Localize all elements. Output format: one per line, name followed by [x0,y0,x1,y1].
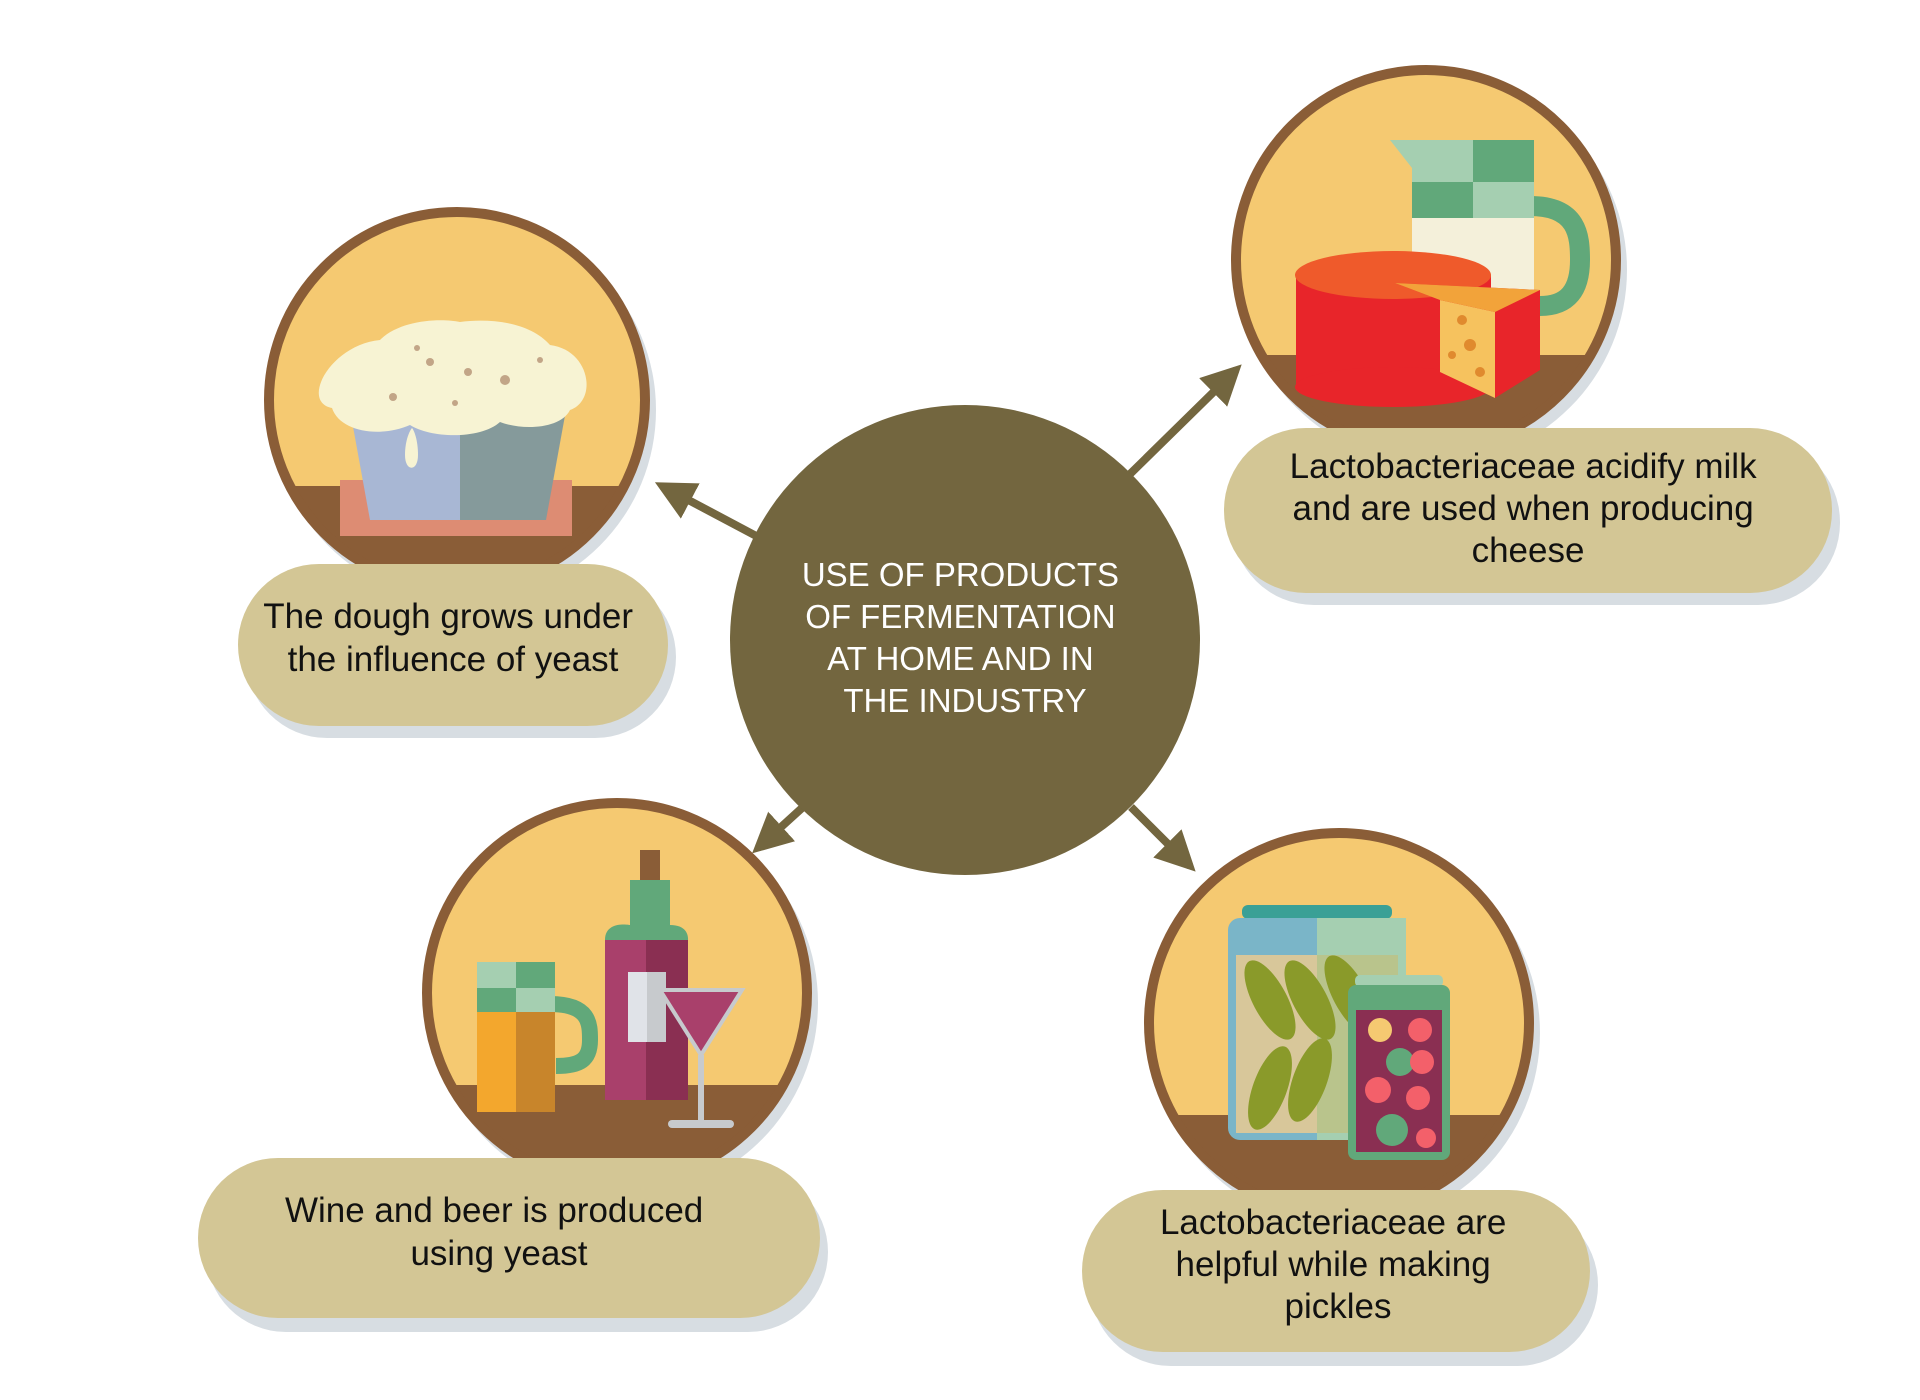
center-line: USE OF PRODUCTS [802,556,1119,593]
node-wine: Wine and beer is produced using yeast [198,798,828,1332]
dough-caption-line: The dough grows under [263,597,633,636]
arrow-to-cheese [1125,364,1242,479]
pickles-label: Lactobacteriaceae are helpful while maki… [1082,1190,1598,1366]
pickles-caption-line: pickles [1285,1287,1392,1326]
wine-caption-line: Wine and beer is produced [285,1191,703,1230]
node-dough: The dough grows under the influence of y… [238,207,676,738]
dough-caption-line: the influence of yeast [288,640,619,679]
node-cheese: Lactobacteriaceae acidify milk and are u… [1224,65,1840,605]
arrow-to-pickles [1128,804,1196,872]
wine-caption-line: using yeast [410,1234,587,1273]
cheese-caption-line: Lactobacteriaceae acidify milk [1290,447,1757,486]
svg-text:Lactobacteriaceae acidify milk: Lactobacteriaceae acidify milk and are u… [1290,447,1767,570]
bread-illustration [264,207,656,602]
cheese-caption-line: cheese [1472,531,1585,570]
wine-label: Wine and beer is produced using yeast [198,1158,828,1332]
arrow-to-dough [654,482,762,542]
arrow-to-wine [752,805,805,854]
cheese-caption-line: and are used when producing [1293,489,1754,528]
center-line: AT HOME AND IN [827,640,1093,677]
pickles-illustration [1144,828,1540,1227]
center-circle [730,405,1200,875]
svg-text:Wine and beer is produced: Wine and beer is produced using yeast [285,1191,713,1273]
cheese-label: Lactobacteriaceae acidify milk and are u… [1224,428,1840,605]
dough-label: The dough grows under the influence of y… [238,564,676,738]
arrows [654,364,1242,872]
wine-beer-illustration [422,798,818,1197]
center-line: THE INDUSTRY [843,682,1086,719]
svg-text:USE OF PRODUCTS OF FERME: USE OF PRODUCTS OF FERMENTATION AT HOME … [802,556,1128,719]
center-line: OF FERMENTATION [805,598,1115,635]
svg-text:Lactobacteriaceae are: Lactobacteriaceae are helpful while maki… [1160,1203,1516,1326]
node-pickles: Lactobacteriaceae are helpful while maki… [1082,828,1598,1366]
cheese-milk-illustration [1231,65,1627,464]
pickles-caption-line: Lactobacteriaceae are [1160,1203,1506,1242]
center-node: USE OF PRODUCTS OF FERMENTATION AT HOME … [730,405,1200,875]
pickles-caption-line: helpful while making [1176,1245,1491,1284]
svg-text:The dough grows under: The dough grows under the influence of y… [263,597,642,679]
